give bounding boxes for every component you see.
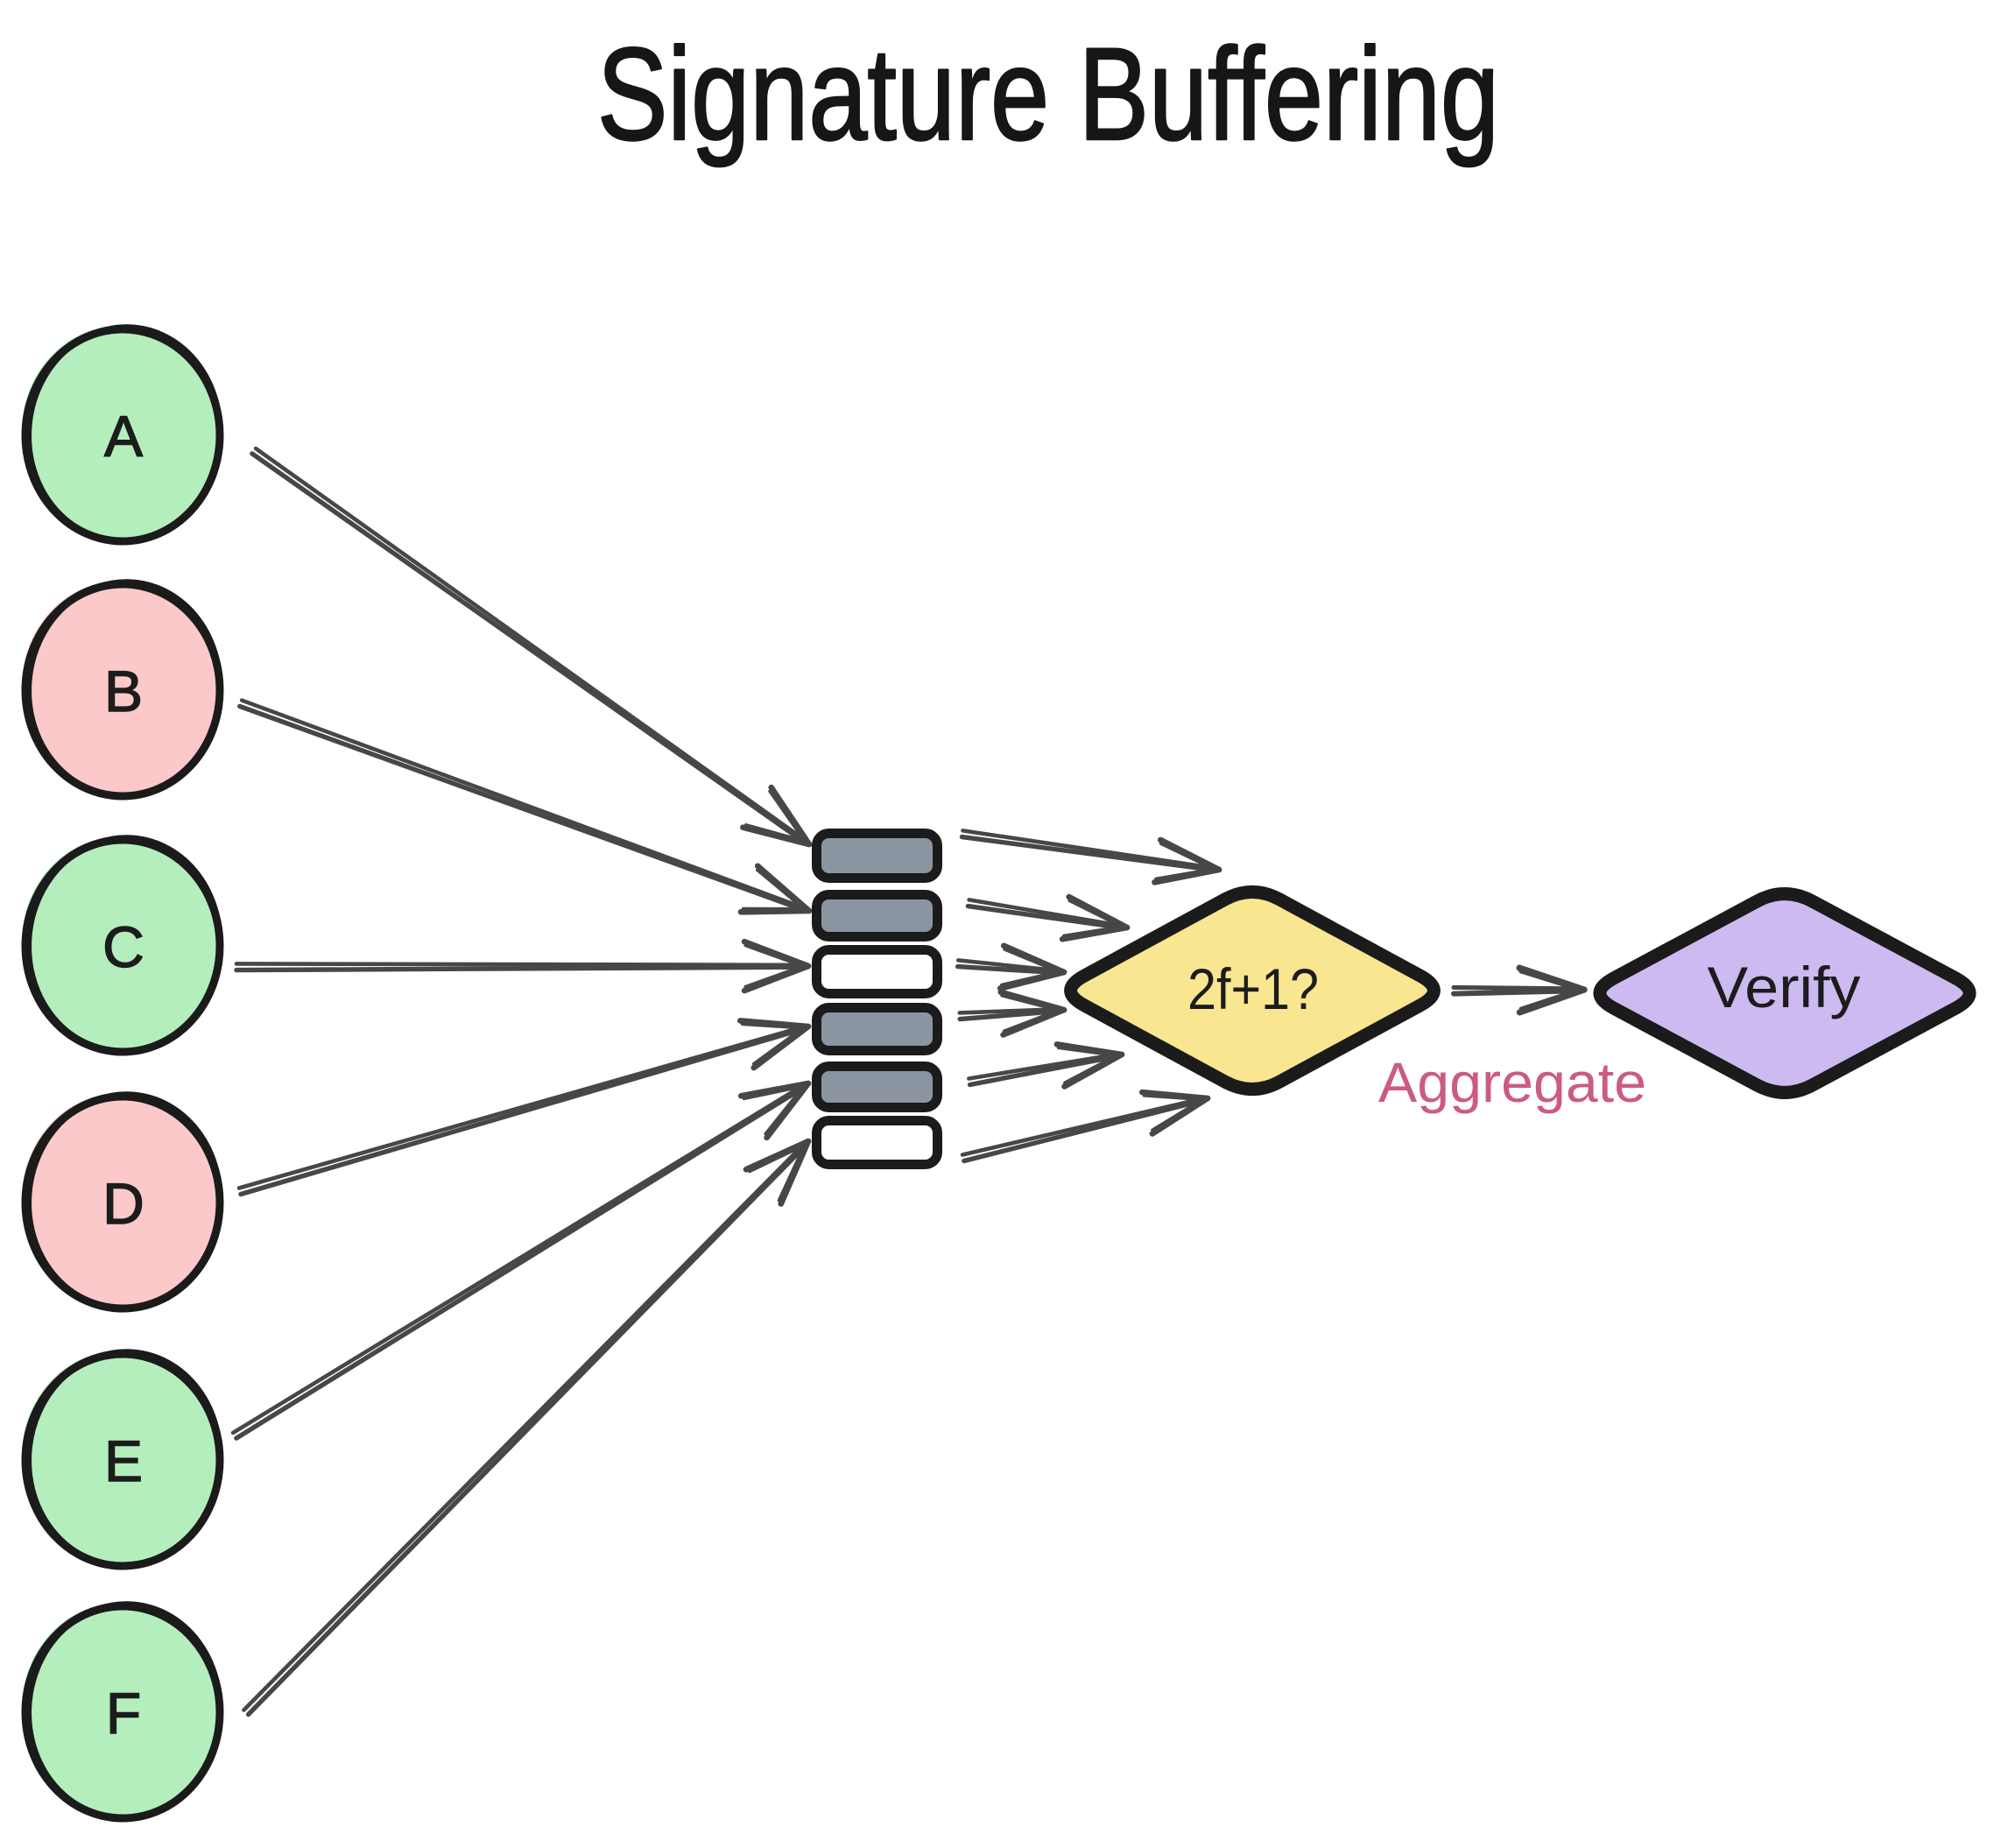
svg-text:Signature Buffering: Signature Buffering	[597, 20, 1499, 167]
svg-text:F: F	[106, 1681, 141, 1746]
svg-text:2f+1?: 2f+1?	[1187, 956, 1319, 1021]
svg-text:A: A	[104, 404, 143, 469]
svg-text:Aggregate: Aggregate	[1378, 1051, 1646, 1114]
svg-text:E: E	[104, 1428, 143, 1493]
svg-text:C: C	[102, 914, 144, 979]
svg-text:D: D	[102, 1171, 144, 1236]
svg-text:Verify: Verify	[1708, 955, 1861, 1019]
svg-text:B: B	[104, 659, 143, 723]
